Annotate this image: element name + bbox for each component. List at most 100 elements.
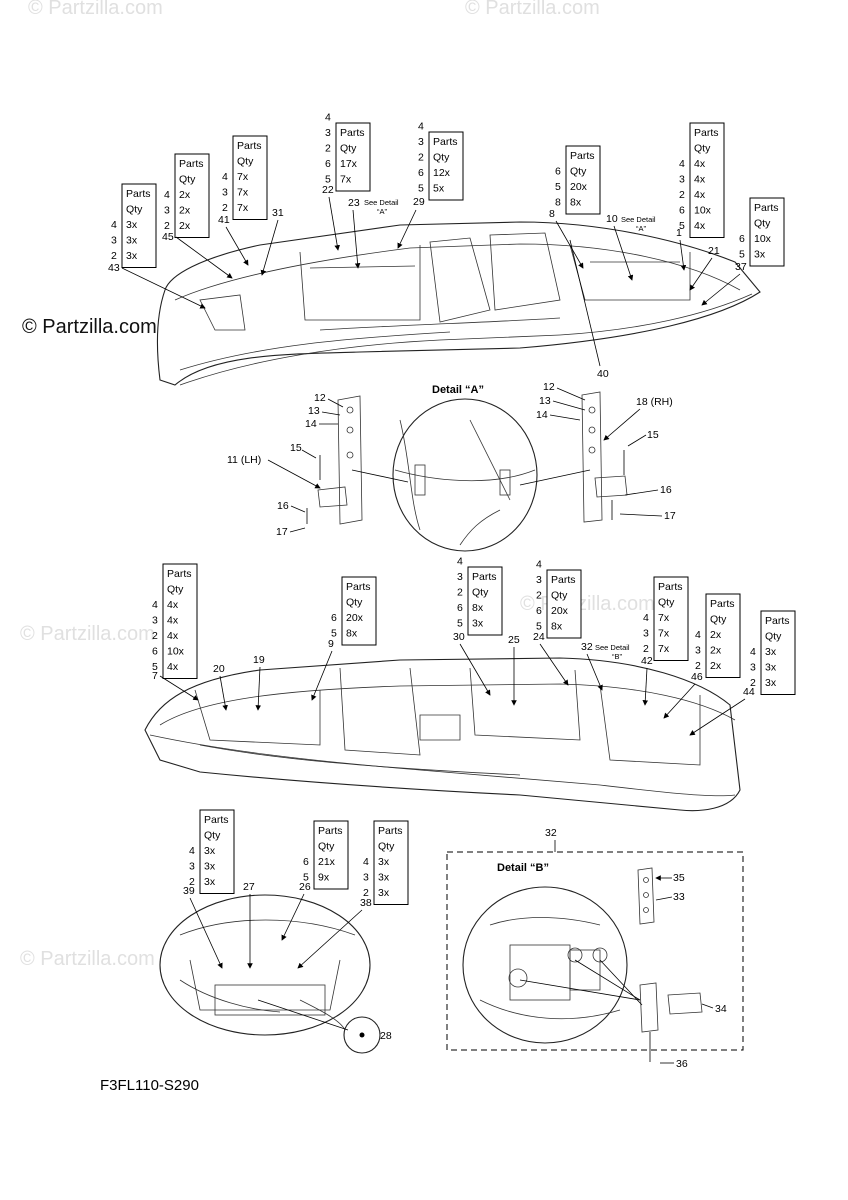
qty-table-header-qty: Qty — [237, 156, 254, 168]
qty-value: 2x — [179, 220, 191, 232]
qty-value: 7x — [340, 174, 352, 186]
part-number: 2 — [325, 143, 331, 155]
detail-a: Detail “A” — [306, 384, 628, 552]
part-number: 5 — [536, 621, 542, 633]
callout-38: 38 — [360, 897, 372, 909]
stern-detail-view — [159, 894, 381, 1054]
callout-13-rh: 13 — [539, 395, 551, 407]
qty-value: 7x — [658, 628, 670, 640]
part-number: 2 — [750, 677, 756, 689]
detail-b-title: Detail “B” — [497, 862, 549, 874]
qty-value: 4x — [167, 615, 179, 627]
qty-value: 3x — [204, 876, 216, 888]
part-number: 3 — [750, 662, 756, 674]
qty-value: 3x — [765, 677, 777, 689]
diagram-code: F3FL110-S290 — [100, 1077, 199, 1094]
qty-table-header-parts: Parts — [765, 615, 790, 627]
watermark-main: © Partzilla.com — [22, 316, 157, 338]
qty-value: 7x — [658, 643, 670, 655]
callout-22: 22 — [322, 184, 334, 196]
part-number: 4 — [189, 845, 195, 857]
qty-table-header-qty: Qty — [551, 590, 568, 602]
qty-value: 9x — [318, 872, 330, 884]
qty-table-header-parts: Parts — [433, 136, 458, 148]
qty-table-header-qty: Qty — [433, 152, 450, 164]
part-number: 2 — [222, 202, 228, 214]
qty-value: 2x — [179, 189, 191, 201]
qty-table-header-parts: Parts — [204, 814, 229, 826]
part-number: 6 — [536, 605, 542, 617]
part-number: 4 — [536, 559, 542, 571]
watermark: © Partzilla.com — [20, 623, 155, 645]
part-number: 2 — [111, 250, 117, 262]
part-number: 6 — [679, 205, 685, 217]
see-detail-a-ref-2: “A” — [636, 224, 647, 233]
qty-value: 8x — [570, 197, 582, 209]
qty-value: 12x — [433, 167, 451, 179]
part-number: 4 — [363, 856, 369, 868]
callout-18-rh: 18 (RH) — [636, 396, 673, 408]
qty-table-header-parts: Parts — [710, 598, 735, 610]
part-number: 2 — [457, 587, 463, 599]
qty-table-header-parts: Parts — [179, 158, 204, 170]
part-number: 2 — [643, 643, 649, 655]
qty-value: 3x — [204, 861, 216, 873]
part-number: 6 — [152, 646, 158, 658]
part-number: 5 — [555, 181, 561, 193]
callout-8: 8 — [549, 208, 555, 220]
part-number: 2 — [152, 630, 158, 642]
callout-32: 32 — [545, 827, 557, 839]
callout-41: 41 — [218, 214, 230, 226]
callout-21: 21 — [708, 245, 720, 257]
callout-32-ref: 32 — [581, 641, 593, 653]
qty-value: 8x — [472, 602, 484, 614]
qty-table-header-qty: Qty — [126, 204, 143, 216]
callout-40: 40 — [597, 368, 609, 380]
part-number: 5 — [418, 183, 424, 195]
qty-table-header-qty: Qty — [378, 841, 395, 853]
callout-16-lh: 16 — [277, 500, 289, 512]
qty-table-header-qty: Qty — [754, 218, 771, 230]
part-number: 3 — [363, 872, 369, 884]
qty-table-header-parts: Parts — [318, 825, 343, 837]
part-number: 4 — [152, 599, 158, 611]
qty-table-header-parts: Parts — [237, 140, 262, 152]
callout-39: 39 — [183, 885, 195, 897]
qty-table-header-qty: Qty — [658, 597, 675, 609]
qty-value: 10x — [694, 205, 712, 217]
part-number: 3 — [679, 174, 685, 186]
part-number: 3 — [536, 574, 542, 586]
part-number: 4 — [222, 171, 228, 183]
callout-26: 26 — [299, 881, 311, 893]
part-number: 3 — [222, 187, 228, 199]
callout-37: 37 — [735, 261, 747, 273]
qty-value: 4x — [694, 220, 706, 232]
qty-value: 3x — [765, 646, 777, 658]
part-number: 2 — [164, 220, 170, 232]
part-number: 4 — [164, 189, 170, 201]
part-number: 2 — [536, 590, 542, 602]
callout-46: 46 — [691, 671, 703, 683]
part-number: 6 — [739, 233, 745, 245]
callout-12-rh: 12 — [543, 381, 555, 393]
qty-value: 5x — [433, 183, 445, 195]
qty-table-header-parts: Parts — [694, 127, 719, 139]
qty-table-header-qty: Qty — [204, 830, 221, 842]
qty-value: 3x — [126, 250, 138, 262]
part-number: 5 — [679, 220, 685, 232]
callout-33: 33 — [673, 891, 685, 903]
part-number: 2 — [363, 887, 369, 899]
qty-value: 10x — [167, 646, 185, 658]
callout-44: 44 — [743, 686, 755, 698]
qty-value: 17x — [340, 158, 358, 170]
part-number: 5 — [325, 174, 331, 186]
qty-table-header-qty: Qty — [710, 614, 727, 626]
